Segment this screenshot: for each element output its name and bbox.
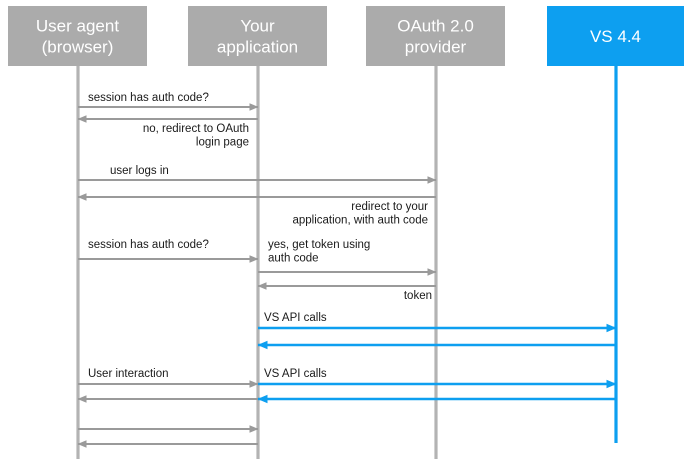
msg-user-interaction-label: User interaction bbox=[88, 368, 169, 380]
msg-vs-api-calls-2-label: VS API calls bbox=[264, 368, 327, 380]
actor-user-agent-box bbox=[8, 6, 147, 66]
messages-layer: session has auth code? no, redirect to OA… bbox=[77, 92, 617, 448]
actor-oauth-provider-box bbox=[366, 6, 505, 66]
actor-vs-44-box bbox=[547, 6, 684, 66]
msg-session-has-auth-code-2[interactable]: session has auth code? bbox=[78, 239, 259, 263]
actor-user-agent[interactable]: User agent(browser) bbox=[8, 6, 147, 66]
msg-vs-api-calls-1[interactable]: VS API calls bbox=[258, 312, 617, 333]
actor-user-agent-label: User agent(browser) bbox=[36, 17, 119, 57]
msg-vs-api-calls-2[interactable]: VS API calls bbox=[258, 368, 617, 389]
msg-user-logs-in-label: user logs in bbox=[110, 165, 169, 177]
msg-vs-api-calls-1-label: VS API calls bbox=[264, 312, 327, 324]
msg-token[interactable]: token bbox=[257, 282, 436, 302]
msg-session-has-auth-code-2-label: session has auth code? bbox=[88, 239, 209, 251]
actor-vs-44[interactable]: VS 4.4 bbox=[547, 6, 684, 66]
msg-session-has-auth-code-1-label: session has auth code? bbox=[88, 92, 209, 104]
actor-your-application-box bbox=[188, 6, 327, 66]
msg-session-has-auth-code-1[interactable]: session has auth code? bbox=[78, 92, 259, 111]
actor-vs-44-label: VS 4.4 bbox=[590, 27, 641, 46]
msg-token-label: token bbox=[404, 290, 432, 302]
msg-user-interaction[interactable]: User interaction bbox=[78, 368, 259, 388]
msg-user-logs-in[interactable]: user logs in bbox=[78, 165, 437, 184]
